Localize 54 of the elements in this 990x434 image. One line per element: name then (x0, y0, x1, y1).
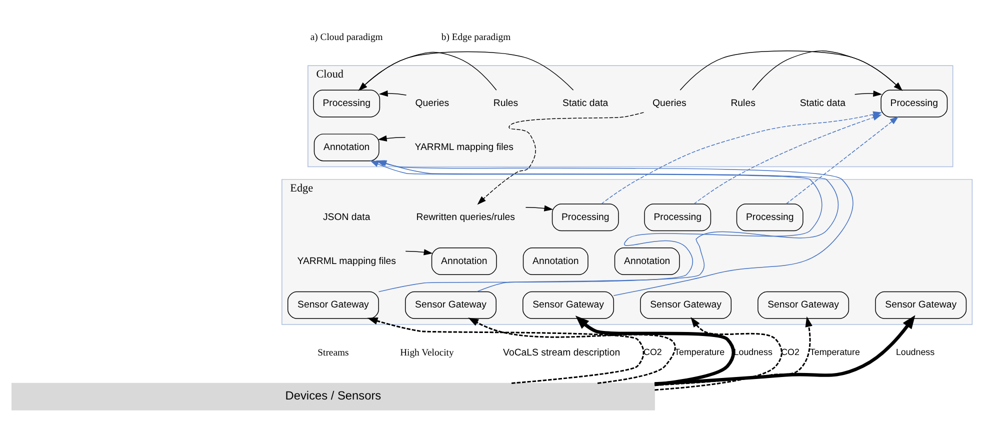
arrow (367, 317, 644, 384)
node-box: Devices / Sensors (12, 382, 655, 410)
edge-label: CO2 (644, 347, 662, 358)
node-box: Processing (644, 204, 712, 232)
arrow (680, 50, 903, 91)
label: a) Cloud paradigm (310, 32, 383, 43)
node-text: YARRML mapping files (414, 142, 514, 153)
arrow (358, 51, 574, 91)
node-text: Rules (730, 98, 756, 110)
node-box: Sensor Gateway (522, 291, 614, 319)
arrow (468, 318, 676, 384)
edge-label: Loudness (896, 347, 935, 358)
node-text: Rules (493, 98, 518, 110)
node-text: Rewritten queries/rules (416, 212, 515, 223)
edge-label: Temperature (674, 347, 725, 358)
node-box: Sensor Gateway (875, 291, 967, 319)
node-box: Annotation (614, 248, 680, 276)
arrow (752, 50, 903, 91)
label: High Velocity (400, 347, 454, 358)
arrow (575, 316, 736, 386)
arrow (378, 135, 406, 142)
node-box: Processing (736, 204, 804, 232)
node-box: Sensor Gateway (758, 291, 850, 319)
arrow (358, 52, 497, 91)
arrow (405, 249, 433, 256)
label: Streams (318, 347, 349, 358)
arrow (654, 316, 782, 391)
arrow (654, 316, 812, 386)
arrow (694, 114, 882, 204)
node-box: Sensor Gateway (287, 291, 379, 319)
label: VoCaLS stream description (503, 347, 620, 358)
arrow (525, 205, 554, 212)
node-box: Processing (880, 90, 948, 118)
node-text: Static data (800, 98, 846, 110)
arrow (477, 112, 644, 205)
node-box: Processing (552, 204, 619, 232)
node-box: Annotation (431, 248, 497, 276)
label: b) Edge paradigm (441, 32, 511, 43)
edge-label: Temperature (810, 347, 860, 358)
node-box: Processing (313, 90, 380, 118)
arrow (786, 116, 899, 204)
node-text: Queries (652, 98, 686, 110)
arrow (378, 90, 407, 97)
node-text: Static data (562, 98, 608, 110)
node-text: YARRML mapping files (297, 256, 396, 267)
arrow (654, 315, 916, 386)
node-text: Queries (415, 98, 450, 110)
node-box: Annotation (314, 134, 380, 162)
arrow (854, 90, 882, 97)
node-box: Sensor Gateway (640, 291, 732, 319)
label: JSON data (322, 212, 370, 223)
edge-label: CO2 (781, 347, 800, 358)
node-box: Annotation (522, 248, 588, 276)
node-box: Sensor Gateway (405, 291, 496, 319)
